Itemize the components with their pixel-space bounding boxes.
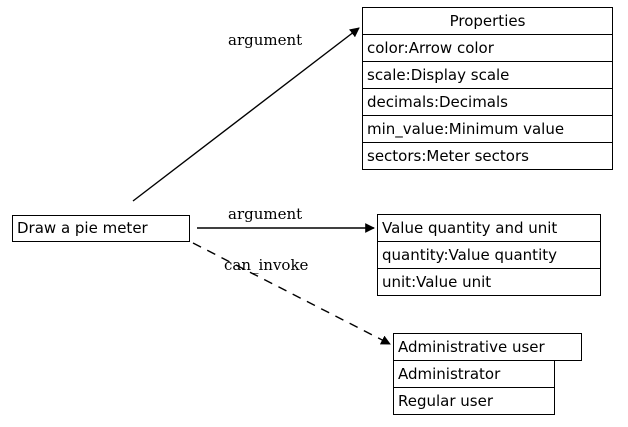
edge-draw-to-properties <box>132 27 360 202</box>
edge-label-argument-properties: argument <box>228 31 303 49</box>
node-header-properties: Properties <box>362 7 613 35</box>
edge-label-can-invoke: can_invoke <box>224 256 309 274</box>
node-header-draw-a-pie-meter: Draw a pie meter <box>12 215 190 242</box>
node-row-properties-color: color:Arrow color <box>362 34 613 62</box>
node-row-properties-decimals: decimals:Decimals <box>362 88 613 116</box>
node-header-value-quantity-and-unit: Value quantity and unit <box>377 214 601 242</box>
node-row-admin-administrator: Administrator <box>393 360 555 388</box>
node-header-administrative-user: Administrative user <box>393 333 582 361</box>
node-row-properties-scale: scale:Display scale <box>362 61 613 89</box>
node-row-admin-regular-user: Regular user <box>393 387 555 415</box>
node-draw-a-pie-meter[interactable]: Draw a pie meter <box>12 215 190 242</box>
node-properties[interactable]: Properties color:Arrow color scale:Displ… <box>362 7 613 170</box>
edge-label-argument-value: argument <box>228 205 303 223</box>
node-value-quantity-and-unit[interactable]: Value quantity and unit quantity:Value q… <box>377 214 601 296</box>
node-administrative-user[interactable]: Administrative user Administrator Regula… <box>393 333 582 415</box>
node-row-value-unit: unit:Value unit <box>377 268 601 296</box>
node-row-value-quantity: quantity:Value quantity <box>377 241 601 269</box>
node-row-properties-min-value: min_value:Minimum value <box>362 115 613 143</box>
node-row-properties-sectors: sectors:Meter sectors <box>362 142 613 170</box>
